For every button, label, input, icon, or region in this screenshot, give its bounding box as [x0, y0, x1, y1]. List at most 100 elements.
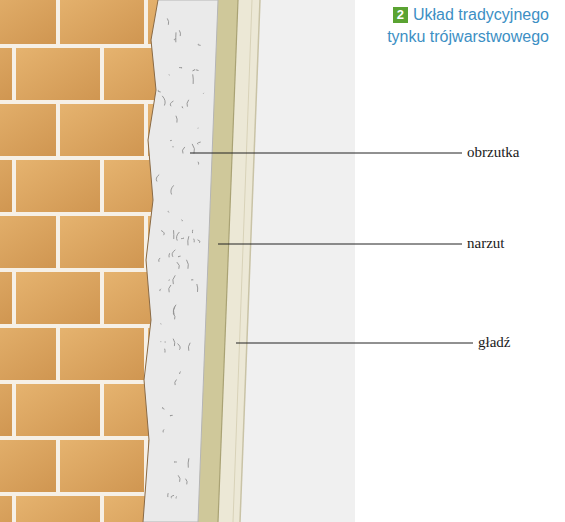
scratch-coat-texture: [156, 18, 204, 498]
brick: [146, 438, 234, 494]
brick: [0, 382, 14, 438]
brick: [0, 270, 14, 326]
texture-stroke: [174, 461, 177, 462]
texture-stroke: [176, 116, 177, 123]
texture-stroke: [179, 372, 181, 374]
texture-stroke: [161, 231, 164, 236]
wall-edge: [143, 0, 158, 522]
brick: [14, 46, 102, 102]
brick: [190, 158, 278, 214]
brick: [0, 46, 14, 102]
brick: [190, 494, 278, 522]
texture-stroke: [196, 70, 199, 71]
brick: [146, 0, 234, 46]
brick: [58, 0, 146, 46]
brick: [102, 46, 190, 102]
texture-stroke: [181, 220, 182, 221]
brick: [14, 270, 102, 326]
brick: [0, 102, 58, 158]
texture-stroke: [170, 101, 173, 106]
texture-stroke: [192, 69, 194, 71]
brick: [146, 326, 234, 382]
texture-stroke: [167, 18, 168, 24]
texture-stroke: [196, 284, 198, 292]
texture-stroke: [163, 429, 164, 432]
texture-stroke: [173, 339, 175, 346]
texture-stroke: [182, 106, 183, 108]
texture-stroke: [182, 147, 184, 154]
figure-number: 2: [393, 7, 408, 23]
texture-stroke: [158, 90, 161, 92]
texture-stroke: [188, 236, 189, 245]
texture-stroke: [173, 230, 174, 239]
texture-stroke: [177, 344, 180, 350]
texture-stroke: [159, 258, 160, 262]
brick: [14, 158, 102, 214]
texture-stroke: [188, 458, 190, 467]
brick-wall: [0, 0, 278, 522]
figure-title: Układ tradycyjnego tynku trójwarstwowego: [387, 6, 549, 45]
brick: [58, 326, 146, 382]
texture-stroke: [164, 349, 165, 353]
texture-stroke: [187, 100, 189, 107]
leader-line: [190, 153, 462, 154]
texture-stroke: [169, 285, 171, 292]
texture-stroke: [192, 74, 194, 84]
texture-stroke: [160, 341, 161, 343]
texture-stroke: [197, 127, 198, 129]
brick: [58, 214, 146, 270]
texture-stroke: [167, 493, 168, 497]
brick: [58, 438, 146, 494]
texture-stroke: [172, 250, 175, 257]
texture-stroke: [198, 44, 201, 45]
brick: [0, 494, 14, 522]
figure-heading: 2Układ tradycyjnego tynku trójwarstwoweg…: [377, 4, 549, 48]
brick: [0, 214, 58, 270]
texture-stroke: [186, 260, 188, 269]
texture-stroke: [160, 323, 162, 325]
texture-stroke: [162, 407, 164, 409]
texture-stroke: [168, 211, 170, 213]
leader-line: [236, 343, 473, 344]
leader-line: [218, 244, 462, 245]
part-label: gładź: [478, 334, 510, 351]
brick: [102, 158, 190, 214]
texture-stroke: [193, 239, 195, 243]
texture-stroke: [197, 162, 199, 165]
texture-stroke: [179, 30, 180, 36]
brick: [58, 102, 146, 158]
part-label: narzut: [467, 235, 504, 252]
texture-stroke: [178, 475, 180, 481]
brick: [102, 270, 190, 326]
texture-stroke: [168, 74, 169, 76]
brick: [0, 438, 58, 494]
texture-stroke: [168, 253, 170, 257]
texture-stroke: [175, 32, 176, 42]
finish-coat-line: [233, 0, 252, 522]
brick: [146, 102, 234, 158]
texture-stroke: [191, 279, 193, 280]
texture-stroke: [203, 92, 204, 94]
texture-stroke: [178, 256, 181, 258]
brick: [190, 46, 278, 102]
texture-stroke: [176, 496, 177, 498]
texture-stroke: [173, 275, 176, 284]
texture-stroke: [171, 495, 174, 498]
texture-stroke: [171, 185, 174, 194]
texture-stroke: [175, 380, 177, 386]
brick: [102, 494, 190, 522]
part-label: obrzutka: [467, 144, 519, 161]
texture-stroke: [173, 305, 176, 315]
brick: [14, 494, 102, 522]
brick: [146, 214, 234, 270]
texture-stroke: [177, 262, 180, 269]
texture-stroke: [156, 175, 159, 182]
texture-stroke: [162, 96, 165, 106]
texture-stroke: [179, 67, 182, 68]
texture-stroke: [170, 140, 172, 141]
base-coat-edge: [218, 0, 238, 522]
texture-stroke: [165, 342, 166, 343]
texture-stroke: [177, 232, 180, 241]
brick: [0, 158, 14, 214]
